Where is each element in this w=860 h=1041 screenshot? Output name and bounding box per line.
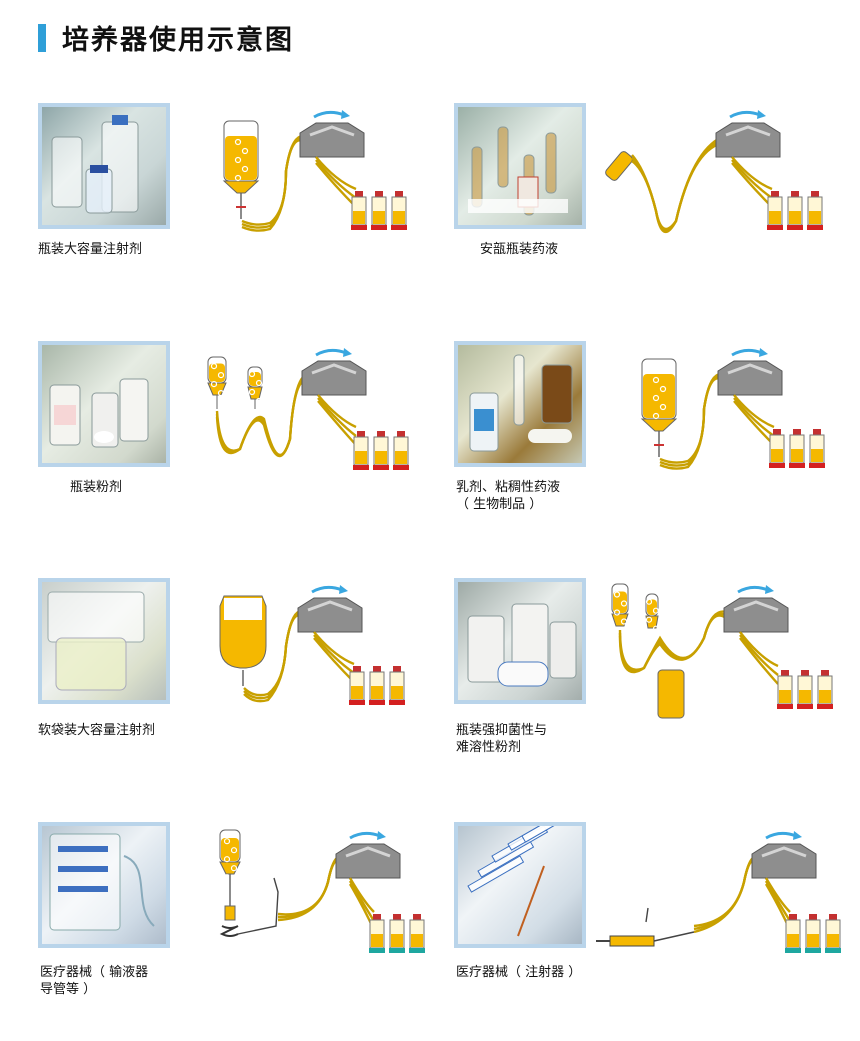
- photo-objects: [51, 115, 139, 214]
- usage-item-infusion-set: 医疗器械（ 输液器 导管等 ）: [38, 822, 438, 1032]
- photo-objects: [49, 378, 149, 448]
- usage-item-antibacterial-powder: 瓶装强抑菌性与 难溶性粉剂: [454, 578, 854, 788]
- item-caption: 瓶装强抑菌性与 难溶性粉剂: [456, 723, 548, 755]
- diagram-bottles-flask-to-pump: [611, 583, 833, 719]
- page-title: 培养器使用示意图: [62, 25, 294, 56]
- diagram-bottle-to-pump: [222, 110, 407, 232]
- usage-item-emulsion: 乳剂、粘稠性药液 （ 生物制品 ）: [454, 341, 854, 551]
- photo-objects: [49, 833, 155, 931]
- photo-ampoules: [454, 103, 586, 229]
- photo-soft-bags: [38, 578, 170, 704]
- item-caption: 医疗器械（ 输液器 导管等 ）: [40, 965, 149, 997]
- photo-objects: [468, 126, 568, 216]
- photo-powder-bottles: [454, 578, 586, 704]
- photo-objects: [47, 591, 145, 691]
- photo-emulsion-vials: [454, 341, 586, 467]
- photo-objects: [467, 603, 577, 687]
- photo-infusion-sets: [38, 822, 170, 948]
- usage-item-bottle-infusion: 瓶装大容量注射剂: [38, 103, 438, 313]
- item-caption: 瓶装大容量注射剂: [38, 242, 143, 257]
- usage-item-syringe: 医疗器械（ 注射器 ）: [454, 822, 854, 1032]
- item-caption: 医疗器械（ 注射器 ）: [456, 965, 582, 980]
- photo-glass-bottles: [38, 103, 170, 229]
- usage-item-ampoule: 安瓿瓶装药液: [454, 103, 854, 313]
- item-caption: 软袋装大容量注射剂: [38, 723, 156, 738]
- diagram-infusion-set-to-pump: [219, 829, 425, 953]
- photo-objects: [467, 826, 579, 937]
- diagram-bag-to-pump: [219, 585, 405, 705]
- diagram-ampoule-to-pump: [605, 110, 823, 233]
- photo-objects: [469, 354, 573, 452]
- diagram-bottle-to-pump: [640, 348, 825, 470]
- item-caption: 瓶装粉剂: [70, 480, 123, 495]
- item-caption: 安瓿瓶装药液: [480, 242, 559, 257]
- usage-item-soft-bag: 软袋装大容量注射剂: [38, 578, 438, 788]
- usage-item-powder-bottles: 瓶装粉剂: [38, 341, 438, 551]
- title-accent-bar: [38, 24, 46, 52]
- photo-powder-vials: [38, 341, 170, 467]
- item-caption: 乳剂、粘稠性药液 （ 生物制品 ）: [456, 480, 561, 512]
- diagram-syringe-to-pump: [596, 831, 841, 953]
- photo-syringes: [454, 822, 586, 948]
- diagram-two-bottles-to-pump: [207, 348, 409, 470]
